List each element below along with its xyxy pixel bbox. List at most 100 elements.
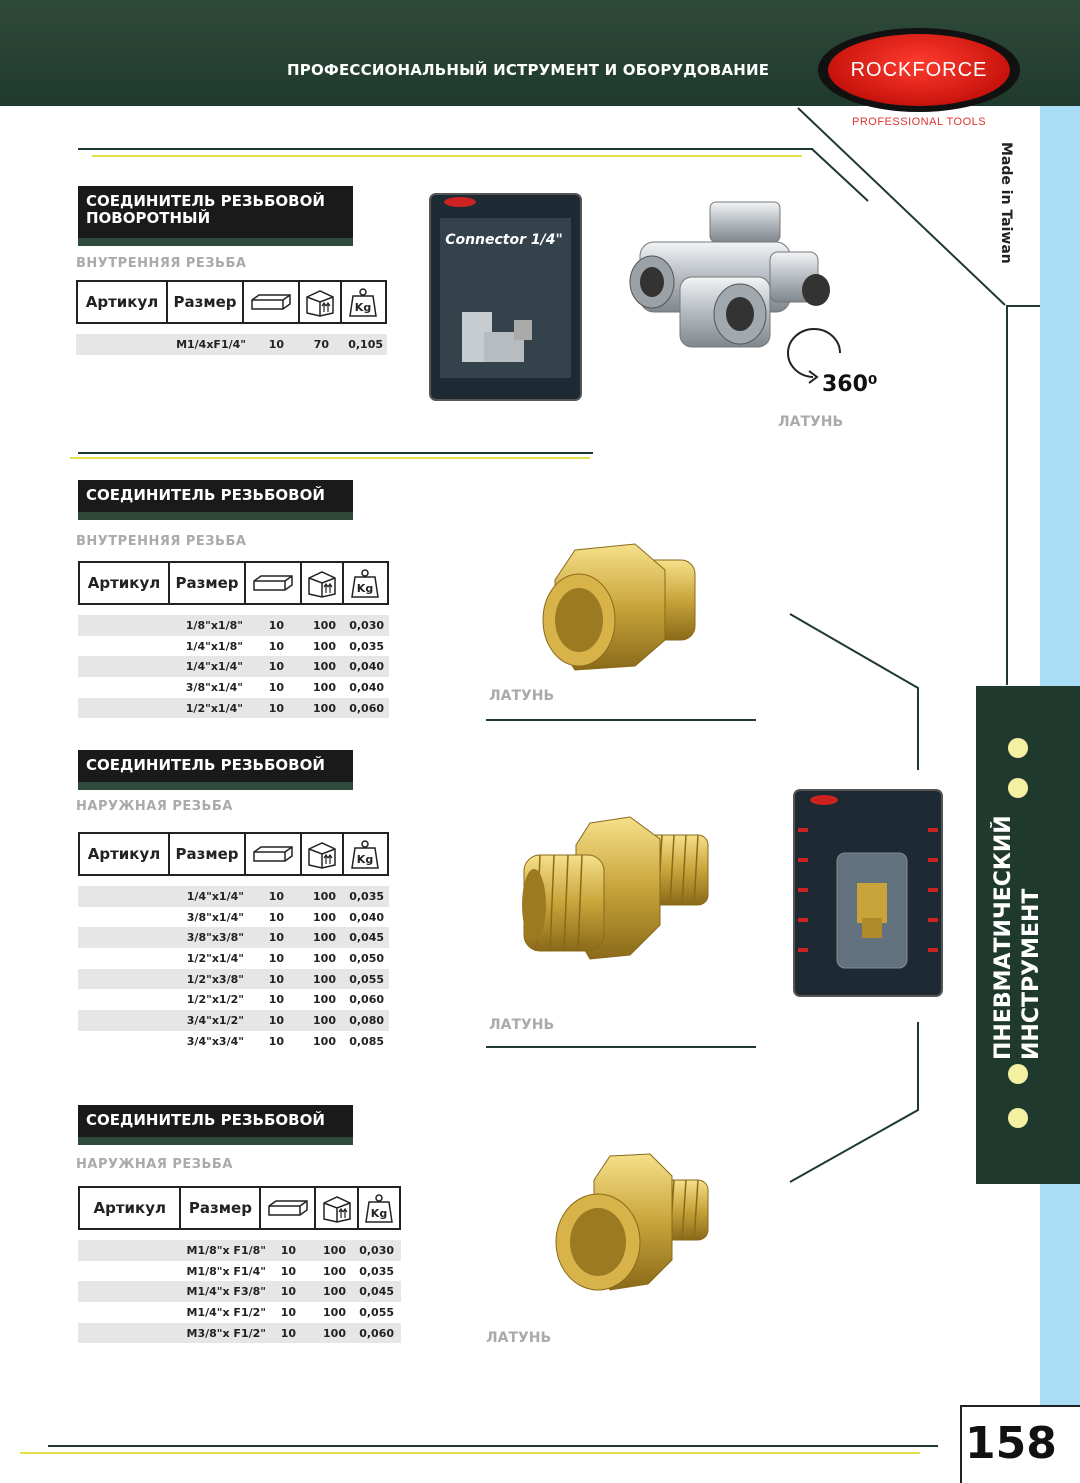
- cell-carton-qty: 100: [313, 972, 336, 986]
- brass-female-coupling-image: [535, 540, 705, 680]
- side-vertical-line: [1006, 305, 1008, 685]
- weight-icon: Kg: [359, 1188, 399, 1228]
- weight-unit: Kg: [357, 853, 373, 866]
- cell-weight: 0,035: [349, 889, 384, 903]
- column-size: Размер: [181, 1188, 262, 1228]
- carton-box-icon: [316, 1188, 360, 1228]
- cell-inner-qty: 10: [268, 951, 284, 965]
- weight-icon: Kg: [344, 834, 386, 874]
- cell-size: M1/8"x F1/4": [186, 1264, 267, 1278]
- material-label: ЛАТУНЬ: [489, 1017, 555, 1033]
- cell-inner-qty: 10: [280, 1326, 296, 1340]
- cell-carton-qty: 100: [313, 660, 336, 674]
- section-subtitle: ВНУТРЕННЯЯ РЕЗЬБА: [76, 256, 247, 271]
- table-row: M1/4"x F3/8" 10 100 0,045: [78, 1281, 401, 1303]
- cell-size: 3/4"x1/2": [186, 1013, 244, 1027]
- footer-yellow-rule: [20, 1452, 920, 1454]
- cell-size: 3/8"x3/8": [186, 931, 244, 945]
- cell-size: M1/4"x F1/2": [186, 1305, 267, 1319]
- cell-carton-qty: 100: [323, 1326, 346, 1340]
- logo-subtitle: PROFESSIONAL TOOLS: [852, 116, 987, 128]
- cell-weight: 0,030: [349, 618, 384, 632]
- section-subtitle: ВНУТРЕННЯЯ РЕЗЬБА: [76, 534, 247, 549]
- cell-inner-qty: 10: [280, 1285, 296, 1299]
- swivel-connector-image: [620, 182, 850, 392]
- cell-carton-qty: 100: [313, 951, 336, 965]
- section-yellow-rule: [92, 155, 802, 157]
- cell-size: 1/2"x3/8": [186, 972, 244, 986]
- section-title: СОЕДИНИТЕЛЬ РЕЗЬБОВОЙ: [78, 480, 353, 520]
- cell-carton-qty: 100: [323, 1285, 346, 1299]
- cell-carton-qty: 100: [313, 1013, 336, 1027]
- cell-weight: 0,040: [349, 910, 384, 924]
- spec-table-header: Артикул Размер Kg: [78, 561, 389, 605]
- cell-inner-qty: 10: [280, 1305, 296, 1319]
- section-yellow-rule: [70, 457, 590, 459]
- cell-carton-qty: 100: [313, 931, 336, 945]
- material-label: ЛАТУНЬ: [778, 414, 844, 430]
- product-package-image: Connector 1/4": [428, 192, 583, 402]
- section-title: СОЕДИНИТЕЛЬ РЕЗЬБОВОЙ: [78, 1105, 353, 1145]
- category-label-line1: ПНЕВМАТИЧЕСКИЙ: [991, 815, 1016, 1060]
- cell-inner-qty: 10: [268, 660, 284, 674]
- brass-adapter-image: [550, 1150, 715, 1300]
- brass-package-image: [792, 788, 944, 998]
- cell-size: 1/4"x1/4": [185, 660, 243, 674]
- category-label: ПНЕВМАТИЧЕСКИЙ ИНСТРУМЕНТ: [990, 800, 1046, 1060]
- weight-icon: Kg: [342, 282, 384, 322]
- weight-unit: Kg: [357, 582, 373, 595]
- cell-inner-qty: 10: [268, 931, 284, 945]
- tab-dot: [1008, 778, 1028, 798]
- cell-size: M1/8"x F1/8": [186, 1243, 267, 1257]
- cell-weight: 0,060: [359, 1326, 394, 1340]
- carton-box-icon: [302, 834, 344, 874]
- connector-lines: [789, 613, 919, 1183]
- section-rule-diagonal: [811, 148, 869, 202]
- corner-diagonal-lines: [797, 107, 1006, 306]
- box-icon: [246, 834, 302, 874]
- column-article: Артикул: [80, 834, 170, 874]
- table-row: M3/8"x F1/2" 10 100 0,060: [78, 1322, 401, 1344]
- section-rule: [78, 148, 813, 150]
- package-label: Connector 1/4": [445, 232, 563, 248]
- cell-weight: 0,035: [359, 1264, 394, 1278]
- cell-carton-qty: 100: [313, 618, 336, 632]
- cell-carton-qty: 100: [313, 1034, 336, 1048]
- cell-weight: 0,045: [359, 1285, 394, 1299]
- column-article: Артикул: [80, 563, 170, 603]
- cell-inner-qty: 10: [268, 680, 284, 694]
- cell-size: M1/4"x F3/8": [186, 1285, 267, 1299]
- tab-dot: [1008, 1064, 1028, 1084]
- page-number: 158: [965, 1418, 1057, 1469]
- rotation-label: 360⁰: [822, 372, 878, 397]
- cell-size: 3/8"x1/4": [185, 680, 243, 694]
- box-icon: [261, 1188, 317, 1228]
- cell-size: M3/8"x F1/2": [186, 1326, 267, 1340]
- box-icon: [246, 563, 302, 603]
- section-subtitle: НАРУЖНАЯ РЕЗЬБА: [76, 1157, 233, 1172]
- made-in-label: Made in Taiwan: [998, 142, 1014, 264]
- weight-unit: Kg: [355, 301, 371, 314]
- cell-carton-qty: 100: [313, 889, 336, 903]
- cell-weight: 0,055: [359, 1305, 394, 1319]
- cell-weight: 0,055: [349, 972, 384, 986]
- cell-size: 1/2"x1/4": [186, 951, 244, 965]
- cell-carton-qty: 100: [323, 1264, 346, 1278]
- cell-inner-qty: 10: [268, 1013, 284, 1027]
- cell-weight: 0,040: [349, 680, 384, 694]
- spec-table-header: Артикул Размер Kg: [76, 280, 387, 324]
- cell-weight: 0,105: [348, 337, 383, 351]
- column-size: Размер: [170, 563, 246, 603]
